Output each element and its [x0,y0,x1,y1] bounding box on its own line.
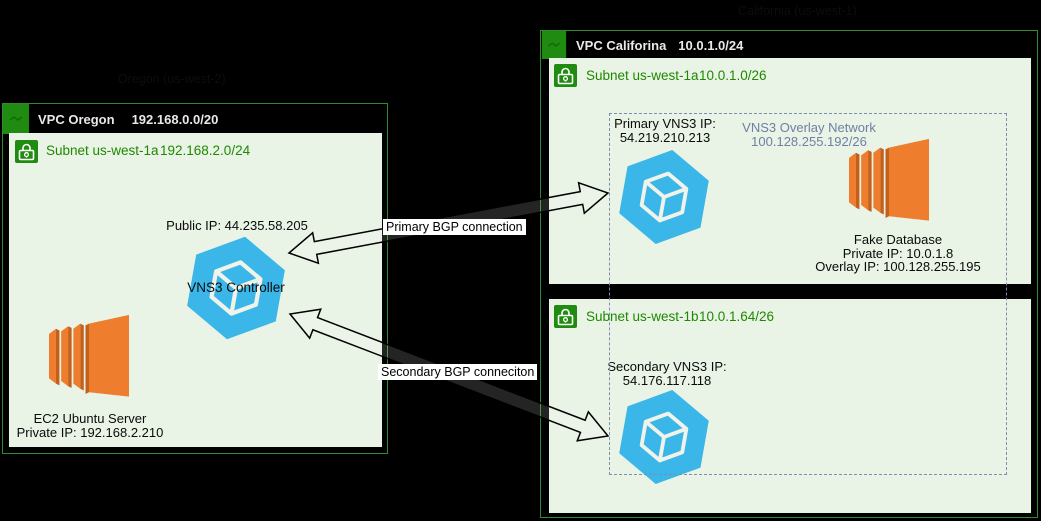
lock-icon [15,140,38,163]
vpc-california-cidr: 10.0.1.0/24 [678,37,744,53]
secondary-vns3-ip-value: 54.176.117.118 [622,373,712,388]
oregon-region-title: Oregon (us-west-2) [118,72,226,86]
fake-database-private-ip: Private IP: 10.0.1.8 [842,245,954,261]
fake-database-overlay-ip: Overlay IP: 100.128.255.195 [815,259,981,274]
vpc-oregon-box: VPC Oregon 192.168.0.0/20 Subnet us-west… [2,103,388,454]
ec2-server-labels: EC2 Ubuntu Server Private IP: 192.168.2.… [0,412,190,440]
subnet-oregon-name: Subnet us-west-1a [46,143,159,158]
lock-icon [554,305,577,328]
overlay-network-name: VNS3 Overlay Network [742,120,876,135]
secondary-vns3-ip-label: Secondary VNS3 IP: [607,359,727,374]
vpc-oregon-header: VPC Oregon 192.168.0.0/20 [3,104,387,134]
database-icon [849,138,929,221]
fake-database-labels: Fake Database Private IP: 10.0.1.8 Overl… [798,233,998,274]
primary-bgp-connection-label: Primary BGP connection [383,219,526,235]
secondary-bgp-connection-label: Secondary BGP conneciton [378,364,538,380]
subnet-oregon-cidr: 192.168.2.0/24 [160,143,251,158]
subnet-1b-name: Subnet us-west-1b [586,309,699,324]
subnet-california-1b-box: Subnet us-west-1b 10.0.1.64/26 Secondary… [549,299,1031,513]
subnet-oregon-box: Subnet us-west-1a 192.168.2.0/24 Public … [9,133,382,447]
vpc-california-box: VPC Califorina 10.0.1.0/24 Subnet us-wes… [540,30,1038,518]
vpc-icon [3,104,29,134]
subnet-1a-cidr: 10.0.1.0/26 [699,68,767,83]
california-region-title: California (us-west-1) [738,4,857,18]
ec2-server-private-ip: Private IP: 192.168.2.210 [16,425,164,440]
subnet-1b-cidr: 10.0.1.64/26 [699,309,775,324]
vpc-oregon-cidr: 192.168.0.0/20 [131,111,219,127]
fake-database-name: Fake Database [853,232,943,247]
controller-public-ip: Public IP: 44.235.58.205 [166,218,308,233]
subnet-1a-name: Subnet us-west-1a [586,68,699,83]
ec2-server-name: EC2 Ubuntu Server [33,411,147,426]
subnet-california-1a-box: Subnet us-west-1a 10.0.1.0/26 Primary VN… [549,58,1031,284]
secondary-vns3-ip: Secondary VNS3 IP: 54.176.117.118 [567,360,767,388]
vns3-controller-label: VNS3 Controller [187,280,285,295]
ec2-instance-icon [49,314,129,397]
primary-vns3-ip: Primary VNS3 IP: 54.219.210.213 [565,117,765,145]
secondary-vns3-hexagon-icon [613,382,715,492]
vpc-california-title: VPC Califorina [576,37,667,53]
overlay-network-cidr: 100.128.255.192/26 [751,134,867,149]
vpc-california-header: VPC Califorina 10.0.1.0/24 [541,31,1037,59]
primary-vns3-ip-label: Primary VNS3 IP: [614,116,716,131]
lock-icon [554,64,577,87]
vpc-icon [541,31,567,59]
overlay-network-labels: VNS3 Overlay Network 100.128.255.192/26 [709,121,909,149]
primary-vns3-ip-value: 54.219.210.213 [619,130,711,145]
vpc-oregon-title: VPC Oregon [38,111,115,127]
primary-vns3-hexagon-icon [613,142,715,252]
